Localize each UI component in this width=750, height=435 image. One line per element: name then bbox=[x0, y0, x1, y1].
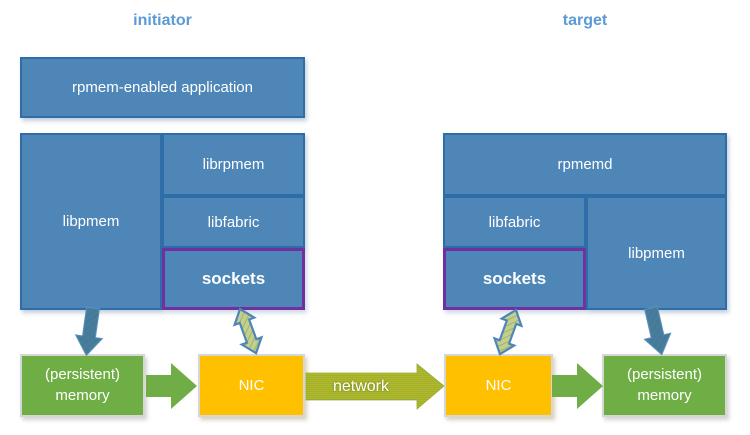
box-persistent-memory-target: (persistent) memory bbox=[602, 354, 727, 417]
arrow-sockets-nic-target bbox=[492, 308, 524, 356]
network-label: network bbox=[332, 378, 390, 395]
arrow-sockets-nic-initiator bbox=[232, 307, 264, 355]
box-librpmem-initiator: librpmem bbox=[162, 133, 305, 196]
box-libfabric-initiator: libfabric bbox=[162, 196, 305, 248]
arrow-nic-to-memory-target bbox=[552, 363, 603, 409]
box-rpmemd-target: rpmemd bbox=[443, 133, 727, 196]
box-sockets-initiator: sockets bbox=[162, 248, 305, 310]
arrow-libpmem-to-memory-target bbox=[643, 305, 672, 356]
persistent-memory-label: (persistent) memory bbox=[44, 366, 121, 404]
box-rpmem-enabled-application: rpmem-enabled application bbox=[20, 57, 305, 118]
box-sockets-target: sockets bbox=[443, 248, 586, 310]
box-nic-initiator: NIC bbox=[198, 354, 305, 417]
box-libfabric-target: libfabric bbox=[443, 196, 586, 248]
arrow-memory-to-nic-initiator bbox=[146, 363, 197, 409]
box-libpmem-initiator: libpmem bbox=[20, 133, 162, 310]
box-nic-target: NIC bbox=[444, 354, 553, 417]
persistent-memory-label: (persistent) memory bbox=[626, 366, 703, 404]
arrow-libpmem-to-memory-initiator bbox=[74, 306, 104, 357]
initiator-header: initiator bbox=[133, 12, 192, 29]
box-persistent-memory-initiator: (persistent) memory bbox=[20, 354, 145, 417]
target-header: target bbox=[562, 12, 608, 29]
box-libpmem-target: libpmem bbox=[586, 196, 727, 310]
